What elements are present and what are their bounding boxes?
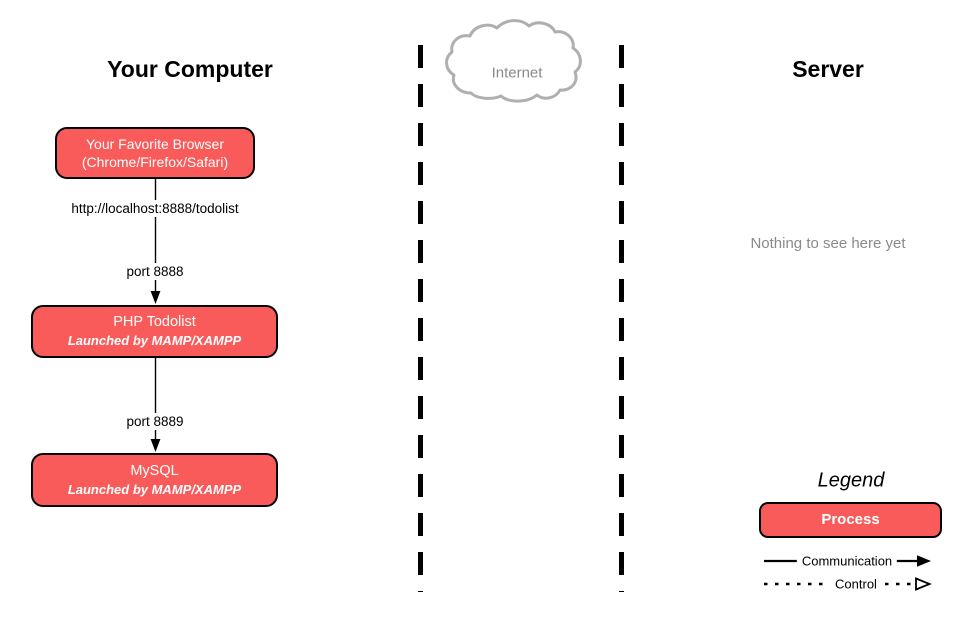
- server-placeholder-text: Nothing to see here yet: [750, 235, 906, 252]
- php-todolist-node: PHP Todolist Launched by MAMP/XAMPP: [31, 305, 278, 358]
- your-computer-heading: Your Computer: [107, 56, 273, 82]
- mysql-node: MySQL Launched by MAMP/XAMPP: [31, 453, 278, 507]
- server-heading: Server: [792, 56, 864, 82]
- internet-cloud-icon: [445, 19, 582, 103]
- browser-node-line1: Your Favorite Browser: [86, 135, 224, 152]
- legend-control-arrowhead: [915, 577, 932, 591]
- port-8889-label: port 8889: [121, 413, 189, 430]
- php-node-subtitle: Launched by MAMP/XAMPP: [67, 333, 242, 349]
- browser-node-line2: (Chrome/Firefox/Safari): [81, 154, 229, 170]
- legend-process-node: Process: [759, 502, 942, 538]
- php-node-title: PHP Todolist: [113, 314, 196, 331]
- internet-label: Internet: [491, 64, 543, 82]
- browser-node: Your Favorite Browser (Chrome/Firefox/Sa…: [55, 127, 255, 179]
- flow-arrowhead-mysql: [150, 439, 161, 452]
- legend-title: Legend: [817, 469, 885, 492]
- localhost-url-label: http://localhost:8888/todolist: [66, 200, 244, 217]
- legend-control-label: Control: [830, 576, 882, 592]
- legend-communication-arrowhead: [917, 555, 931, 567]
- mysql-node-title: MySQL: [130, 462, 179, 479]
- legend-process-label: Process: [821, 511, 880, 529]
- mysql-node-subtitle: Launched by MAMP/XAMPP: [67, 481, 242, 497]
- flow-arrowhead-php: [150, 291, 161, 304]
- port-8888-label: port 8888: [121, 263, 189, 280]
- legend-communication-label: Communication: [796, 553, 898, 569]
